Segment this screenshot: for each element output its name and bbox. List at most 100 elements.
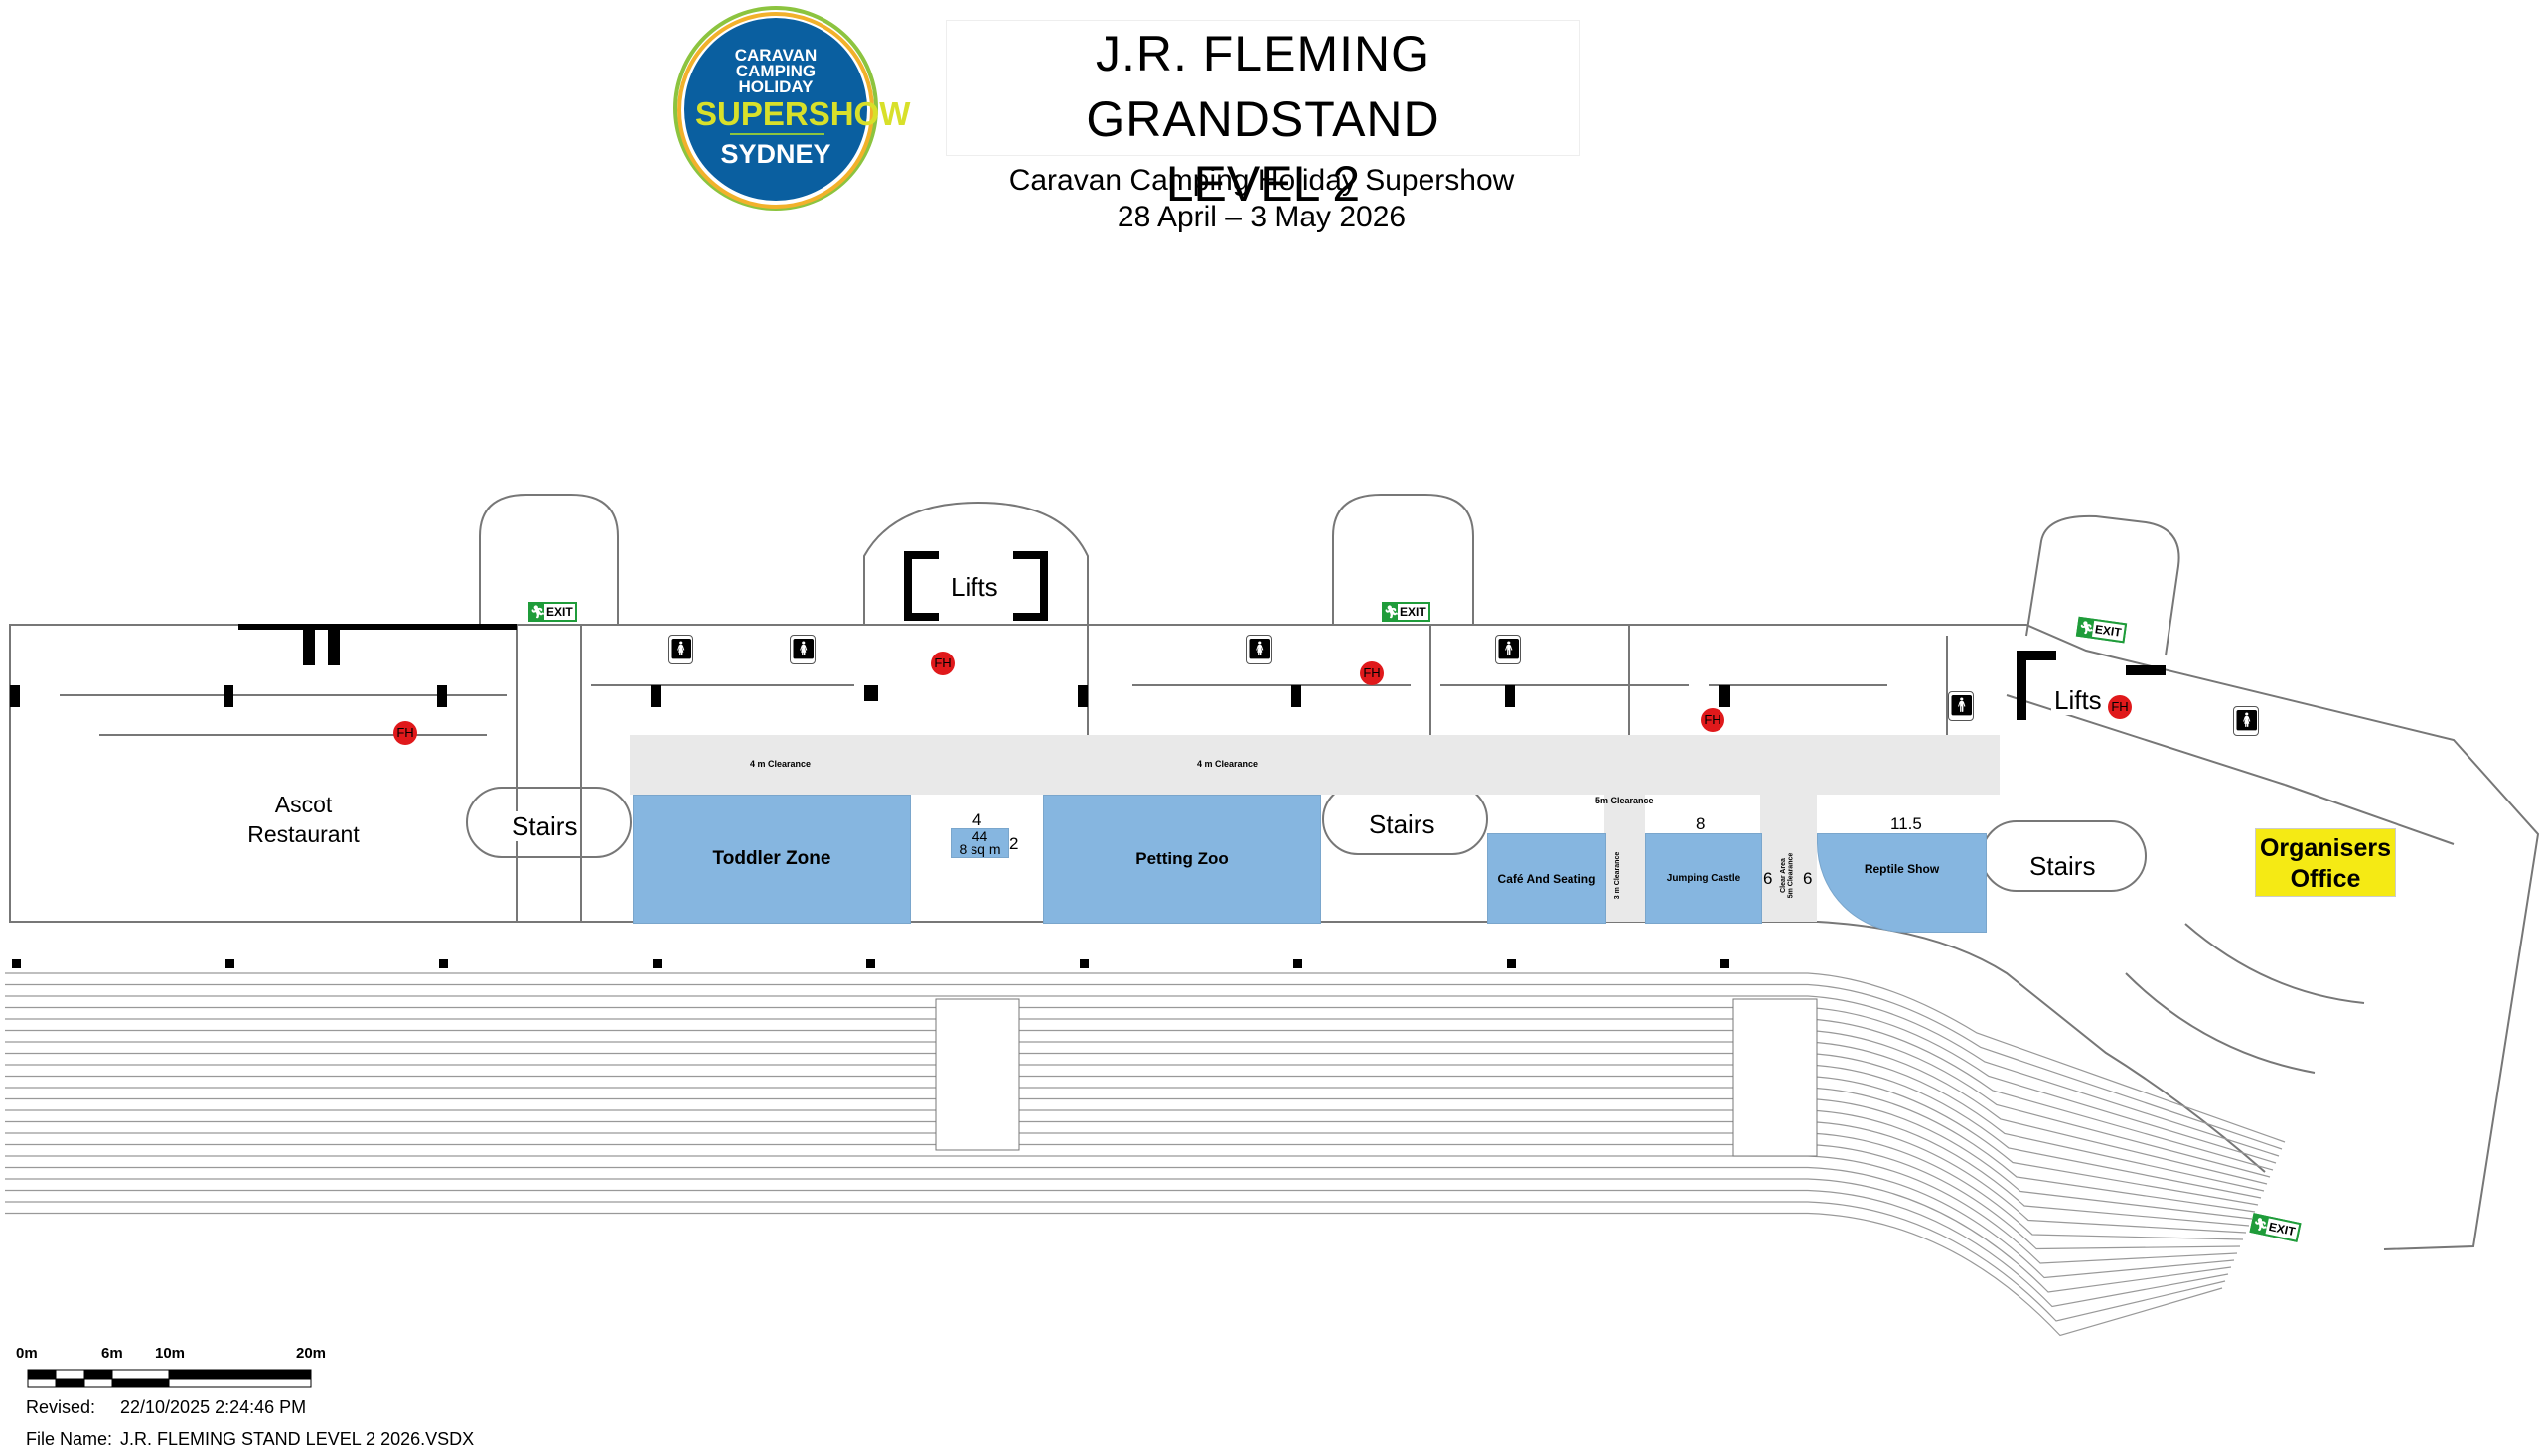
label-line: Restaurant [247,821,360,847]
jumping-castle[interactable]: Jumping Castle [1645,833,1762,924]
clearance-band [630,735,2000,795]
exit-text: EXIT [2265,1218,2299,1240]
seating-tier [5,1006,2277,1164]
stair-tower-1 [479,494,619,625]
scale-label: 6m [101,1345,123,1362]
file-name-label: File Name: [26,1429,113,1449]
grandstand-seating [5,972,2286,1337]
scale-label: 20m [296,1345,327,1362]
seating-tier [5,1166,2235,1279]
seating-tier [5,1155,2238,1264]
stairs-label: Stairs [2026,851,2099,881]
column [653,959,662,968]
cafe-and-seating[interactable]: Café And Seating [1487,833,1606,924]
dim-stand-depth: 2 [1009,834,1019,853]
revised-label: Revised: [26,1397,96,1417]
clear-area-label: Clear Area [1779,858,1787,893]
logo-text: CARAVAN CAMPING HOLIDAY SUPERSHOW SYDNEY [695,46,911,171]
logo-line: HOLIDAY [738,77,814,96]
stand-44[interactable]: 44 8 sq m [951,828,1009,858]
event-dates: 28 April – 3 May 2026 [1117,201,1407,233]
female-toilet-icon: 🚺︎ [1246,635,1272,664]
seating-tier [5,1097,2253,1220]
clearance-label: 3 m Clearance [1614,851,1622,900]
file-name-value: J.R. FLEMING STAND LEVEL 2 2026.VSDX [120,1429,475,1449]
female-toilet-icon: 🚺︎ [668,635,693,664]
seating-tier [5,972,2286,1143]
exit-sign: 🏃︎EXIT [528,602,577,622]
column [866,959,875,968]
lifts-label: Lifts [2051,685,2105,715]
seating-tier [5,1212,2223,1337]
stairs-label: Stairs [509,811,581,841]
structural-walls [10,551,2166,968]
male-toilet-icon: 🚹︎ [1948,691,1974,721]
seating-tier [5,1018,2274,1171]
clearance-label: 5m Clearance [1595,796,1654,805]
exit-text: EXIT [2091,620,2125,642]
stand-number: 44 [972,828,988,844]
fire-hose-icon: FH [1360,661,1384,685]
seating-tier [5,1132,2244,1240]
logo-line: CAMPING [735,62,817,80]
exit-sign: 🏃︎EXIT [1382,602,1430,622]
event-name: Caravan Camping Holiday Supershow [1008,164,1515,197]
column [1080,959,1089,968]
clearance-label: 4 m Clearance [1197,759,1259,769]
logo-supershow: SUPERSHOW [695,95,911,132]
seating-tier [5,983,2283,1150]
seating-tier [5,1029,2271,1178]
column [1720,959,1729,968]
column [12,959,21,968]
ascot-restaurant-label: Ascot Restaurant [243,790,364,849]
clearance-label: 4 m Clearance [750,759,812,769]
seating-tier [5,1041,2268,1185]
seating-tier [5,1201,2226,1322]
lifts-label: Lifts [948,572,1001,602]
seating-tier [5,1109,2250,1227]
column [1293,959,1302,968]
scale-label: 0m [16,1345,38,1362]
logo-line: CARAVAN [734,46,818,65]
female-toilet-icon: 🚺︎ [2233,706,2259,736]
stand-size: 8 sq m [959,841,1001,857]
supershow-logo [673,6,878,211]
label-line: Ascot [274,792,333,817]
exit-text: EXIT [544,604,575,620]
male-toilet-icon: 🚹︎ [1495,635,1521,664]
stair-tower-2 [1332,494,1474,625]
scale-label: 10m [155,1345,186,1362]
dim-jc-width: 8 [1696,814,1706,833]
label-line: Organisers [2259,834,2391,862]
toddler-zone[interactable]: Toddler Zone [633,795,911,924]
organisers-office[interactable]: Organisers Office [2255,828,2396,897]
level-title: LEVEL 2 [1165,156,1361,212]
exit-text: EXIT [1398,604,1428,620]
lift-tower [863,501,1089,625]
logo-sydney: SYDNEY [720,139,831,169]
petting-zoo[interactable]: Petting Zoo [1043,795,1321,924]
fire-hose-icon: FH [2108,695,2132,719]
seating-tier [5,1178,2232,1293]
seating-tier [5,1052,2265,1192]
fire-hose-icon: FH [1701,708,1724,732]
column [1507,959,1516,968]
running-man-icon: 🏃︎ [1384,605,1400,619]
dim-stand-width: 4 [972,810,982,829]
seating-tier [5,1189,2229,1308]
revised-value: 22/10/2025 2:24:46 PM [120,1397,307,1417]
seating-tier [5,995,2280,1157]
stair-tower-3 [2025,514,2180,656]
title-box: J.R. FLEMING GRANDSTAND LEVEL 2 [946,20,1580,212]
building-outline [9,624,518,923]
seating-tier [5,1087,2256,1213]
seating-tier [5,1064,2262,1199]
seating-tier [5,1143,2241,1250]
dim-rs-width: 11.5 [1890,814,1922,833]
scale-bar [27,1369,312,1388]
seating-tier [5,1120,2247,1234]
seating-tier [5,1075,2259,1206]
stairs-label: Stairs [1366,809,1438,839]
fire-hose-icon: FH [931,652,955,675]
